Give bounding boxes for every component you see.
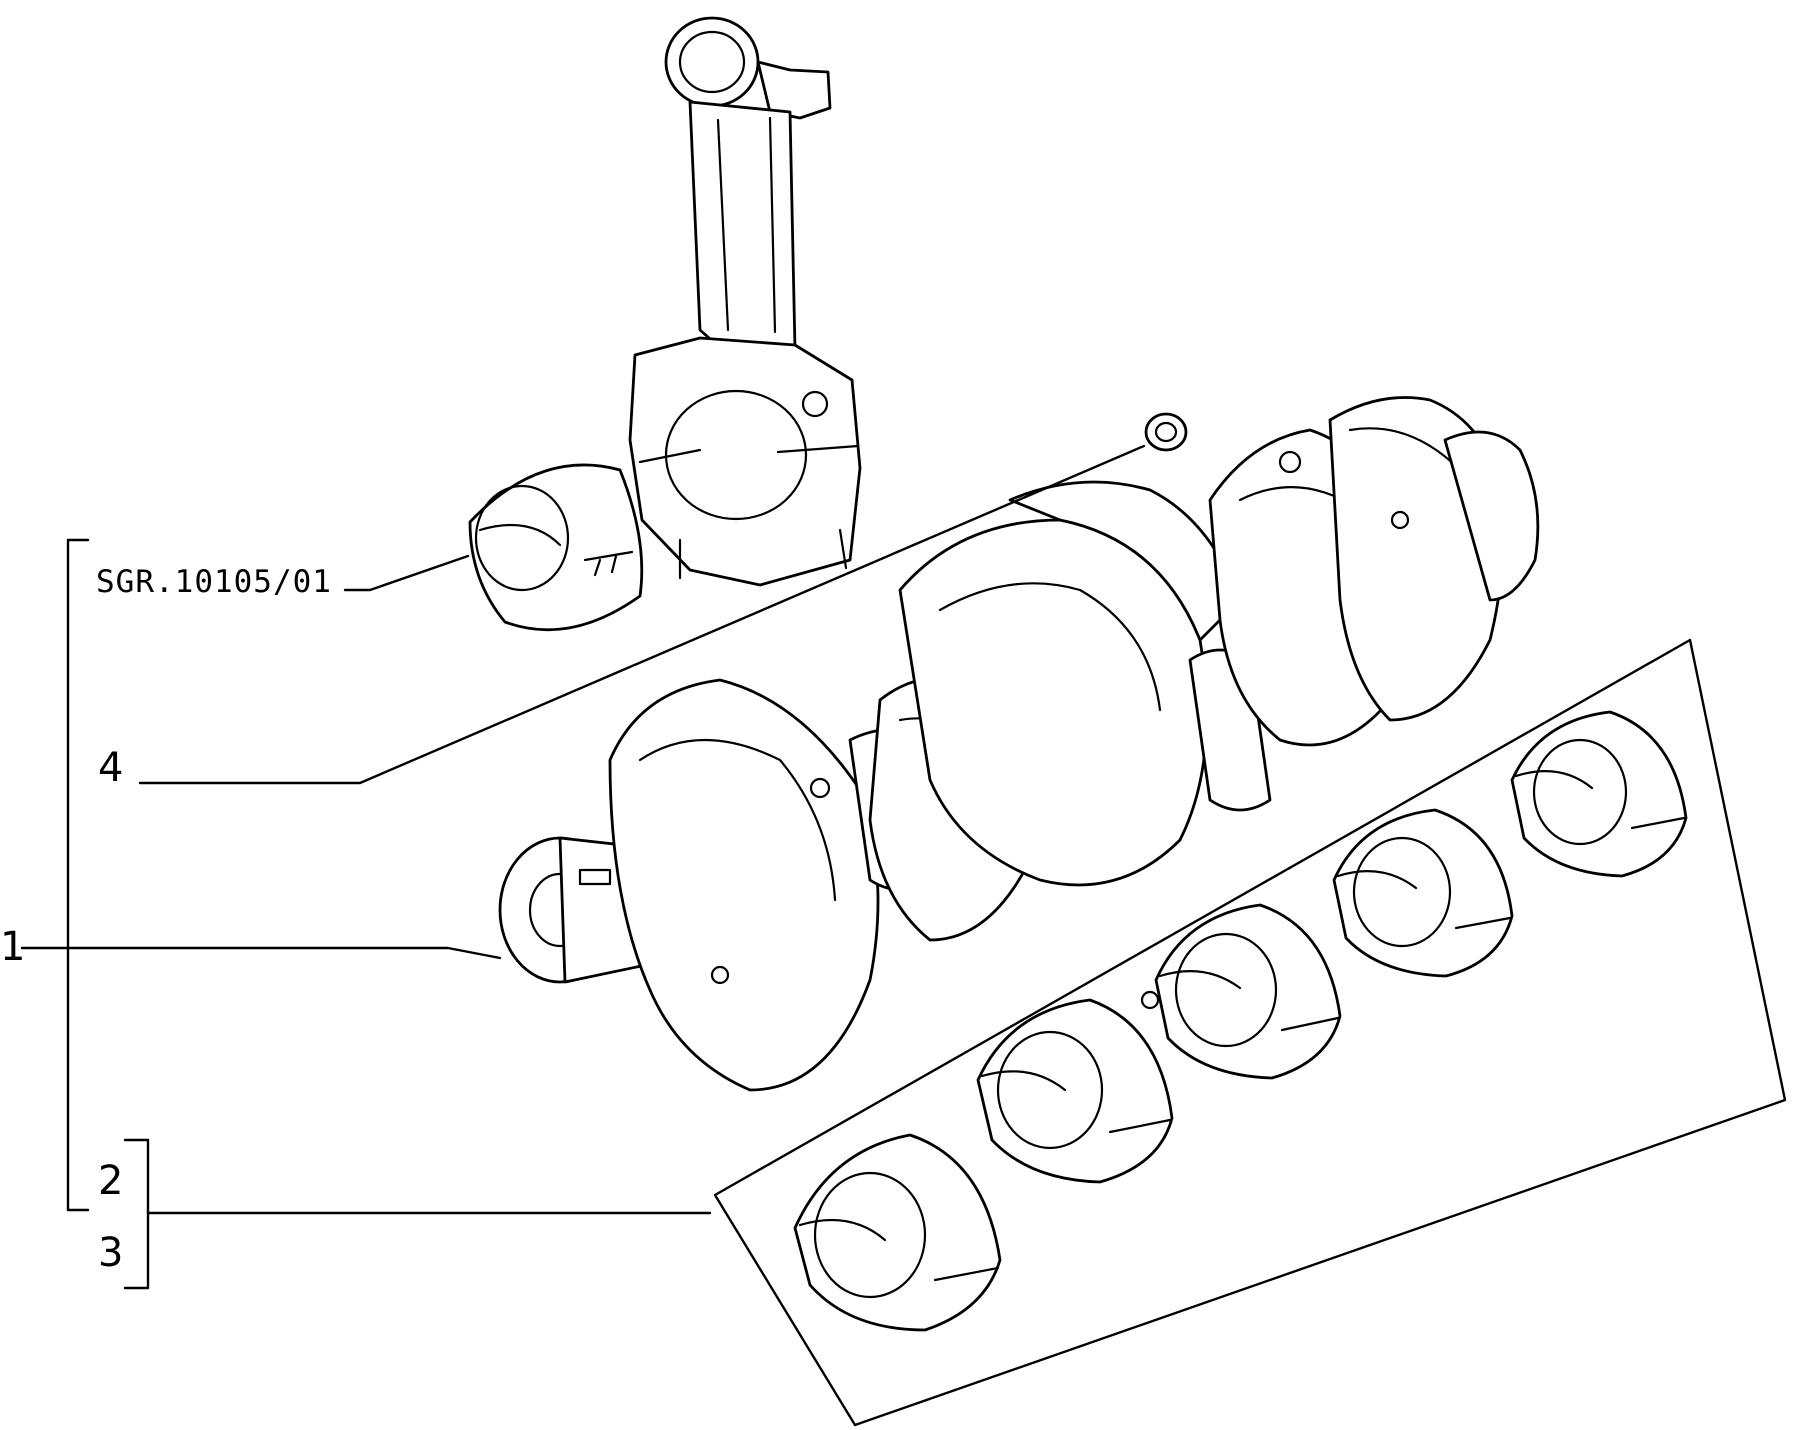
- callout-2-label: 2: [98, 1158, 123, 1204]
- callout-3-label: 3: [98, 1230, 123, 1276]
- main-bearing-set-box: [713, 638, 1787, 1427]
- leader-lines: [20, 444, 1146, 1290]
- conrod-bearing-shell: [468, 463, 644, 632]
- crankshaft: [498, 396, 1540, 1092]
- reference-code-label: SGR.10105/01: [96, 564, 332, 600]
- connecting-rod: [628, 16, 862, 587]
- small-ring: [1144, 412, 1188, 452]
- callout-1-label: 1: [0, 924, 25, 970]
- callout-4-label: 4: [98, 745, 123, 791]
- main-bearing-shells: [793, 710, 1688, 1332]
